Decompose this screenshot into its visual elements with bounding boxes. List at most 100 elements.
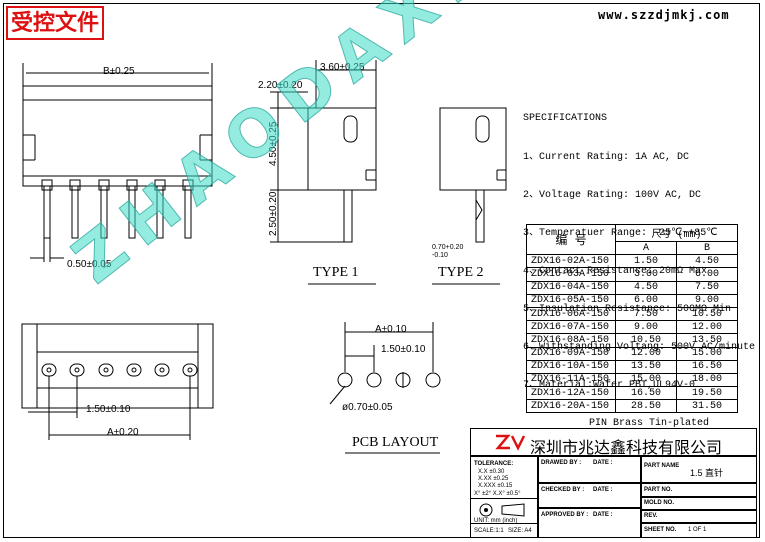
- sheet-box: [641, 523, 757, 538]
- sheet-no-label: SHEET NO.: [644, 527, 677, 533]
- drawed-box: [538, 456, 641, 483]
- value-a: 3.00: [615, 267, 677, 282]
- pcb-layout-label: PCB LAYOUT: [352, 435, 439, 450]
- dim-pcb-hole: ø0.70±0.05: [342, 402, 393, 413]
- tolerance-line: X° ±2° X.X° ±0.5°: [474, 491, 521, 497]
- part-number: ZDX16-08A-150: [526, 333, 616, 348]
- value-b: 19.50: [676, 386, 738, 401]
- value-b: 6.00: [676, 267, 738, 282]
- value-a: 13.50: [615, 359, 677, 374]
- value-a: 4.50: [615, 280, 677, 295]
- col-header-a: A: [615, 240, 677, 256]
- approved-box: [538, 508, 641, 538]
- controlled-document-stamp: 受控文件: [6, 6, 104, 40]
- part-name-value: 1.5 直针: [690, 468, 724, 478]
- date-label: DATE :: [593, 487, 613, 493]
- part-number: ZDX16-04A-150: [526, 280, 616, 295]
- title-block-company: [470, 428, 757, 456]
- value-a: 7.50: [615, 306, 677, 322]
- value-a: 15.00: [615, 372, 677, 388]
- projection-symbol-icon: [479, 503, 525, 517]
- part-number: ZDX16-02A-150: [526, 254, 616, 269]
- part-number: ZDX16-11A-150: [526, 372, 616, 388]
- value-b: 12.00: [676, 320, 738, 335]
- value-b: 16.50: [676, 359, 738, 374]
- company-logo-icon: [495, 434, 526, 451]
- date-label: DATE :: [593, 512, 613, 518]
- value-a: 28.50: [615, 399, 677, 414]
- part-no-box: [641, 483, 757, 497]
- value-a: 1.50: [615, 254, 677, 269]
- dim-2-50: 2.50±0.20: [268, 191, 279, 236]
- scale-label: SCALE:1:1: [474, 528, 504, 534]
- col-header-size: 尺寸 (mm): [615, 224, 738, 242]
- part-name-label: PART NAME: [644, 463, 680, 469]
- checked-box: [538, 483, 641, 508]
- dim-pcb-pitch: 1.50±0.10: [381, 344, 426, 355]
- drawing-frame: [3, 3, 760, 538]
- value-a: 16.50: [615, 386, 677, 401]
- value-b: 15.00: [676, 346, 738, 361]
- tolerance-line: X.XX ±0.25: [478, 476, 509, 482]
- value-a: 10.50: [615, 333, 677, 348]
- value-b: 7.50: [676, 280, 738, 295]
- value-b: 18.00: [676, 372, 738, 388]
- col-header-b: B: [676, 240, 738, 256]
- value-b: 9.00: [676, 293, 738, 308]
- dim-top-a: A±0.20: [107, 427, 139, 438]
- sheet-no-value: 1 OF 1: [688, 527, 707, 533]
- company-name: 深圳市兆达鑫科技有限公司: [530, 438, 723, 457]
- part-number: ZDX16-20A-150: [526, 399, 616, 414]
- value-b: 4.50: [676, 254, 738, 269]
- part-number: ZDX16-05A-150: [526, 293, 616, 308]
- value-a: 9.00: [615, 320, 677, 335]
- rev-label: REV.: [644, 513, 658, 519]
- part-number: ZDX16-12A-150: [526, 386, 616, 401]
- value-b: 10.50: [676, 306, 738, 322]
- value-a: 6.00: [615, 293, 677, 308]
- tolerance-box: [470, 456, 538, 538]
- part-no-label: PART NO.: [644, 487, 673, 493]
- size-label: SIZE: A4: [508, 528, 532, 534]
- dim-top-pitch: 1.50±0.10: [86, 404, 131, 415]
- part-name-box: [641, 456, 757, 483]
- projection-box: [470, 498, 538, 524]
- date-label: DATE :: [593, 460, 613, 466]
- dim-pin-width: 0.50±0.05: [67, 259, 112, 270]
- part-number: ZDX16-09A-150: [526, 346, 616, 361]
- tolerance-line: X.XXX ±0.15: [478, 483, 513, 489]
- website-url[interactable]: www.szzdjmkj.com: [598, 8, 730, 22]
- unit-label: UNIT: mm (inch): [474, 518, 518, 524]
- rev-box: [641, 510, 757, 523]
- dim-b: B±0.25: [103, 66, 135, 77]
- type2-label: TYPE 2: [438, 265, 484, 280]
- value-b: 31.50: [676, 399, 738, 414]
- type1-label: TYPE 1: [313, 265, 359, 280]
- part-number: ZDX16-07A-150: [526, 320, 616, 335]
- value-b: 13.50: [676, 333, 738, 348]
- tolerance-label: TOLERANCE:: [474, 461, 514, 467]
- mold-no-label: MOLD NO.: [644, 500, 674, 506]
- mold-no-box: [641, 497, 757, 510]
- drawed-label: DRAWED BY :: [541, 460, 582, 466]
- tolerance-line: X.X ±0.30: [478, 469, 505, 475]
- spec-line: 2、Voltage Rating: 100V AC, DC: [523, 189, 702, 201]
- dim-pin-side: 0.70+0.20 -0.10: [432, 244, 464, 259]
- spec-line: 1、Current Rating: 1A AC, DC: [523, 151, 690, 163]
- dim-3-60: 3.60±0.25: [320, 62, 365, 73]
- part-number: ZDX16-03A-150: [526, 267, 616, 282]
- checked-label: CHECKED BY :: [541, 487, 585, 493]
- part-number: ZDX16-10A-150: [526, 359, 616, 374]
- part-number: ZDX16-06A-150: [526, 306, 616, 322]
- spec-title: SPECIFICATIONS: [523, 113, 608, 125]
